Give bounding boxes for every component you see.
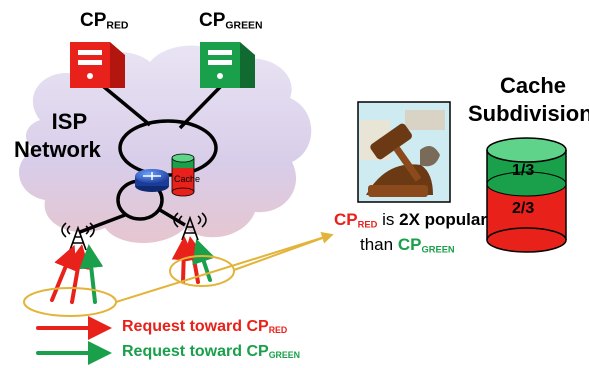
isp-network-label: ISP Network <box>14 109 101 162</box>
cache-label: Cache <box>174 174 201 184</box>
antenna-icon-left <box>61 222 95 251</box>
request-arrows-left <box>50 244 104 304</box>
legend-arrows <box>36 316 112 365</box>
highlight-pointers <box>115 232 334 303</box>
network-links <box>79 80 227 234</box>
server-red-icon <box>70 42 125 88</box>
popularity-line-1: CPRED is 2X popular <box>334 210 487 230</box>
antenna-icon-right <box>173 212 207 241</box>
router-icon <box>135 169 169 192</box>
judge-gavel-icon <box>357 101 451 203</box>
server-green-icon <box>200 42 255 88</box>
cp-red-label: CPRED <box>80 10 129 32</box>
cp-green-label: CPGREEN <box>199 10 263 32</box>
isp-cloud <box>18 45 312 243</box>
cache-icon <box>171 153 195 197</box>
cache-subdivision-title: Cache Subdivision <box>468 73 589 126</box>
legend-green-text: Request toward CPGREEN <box>122 343 300 361</box>
highlight-ellipses <box>23 255 235 317</box>
cache-share-bottom: 2/3 <box>512 200 535 217</box>
cache-share-top: 1/3 <box>512 162 535 179</box>
popularity-line-2: than CPGREEN <box>360 235 455 255</box>
legend-red-text: Request toward CPRED <box>122 318 288 336</box>
cache-subdivision-cylinder <box>486 137 567 253</box>
